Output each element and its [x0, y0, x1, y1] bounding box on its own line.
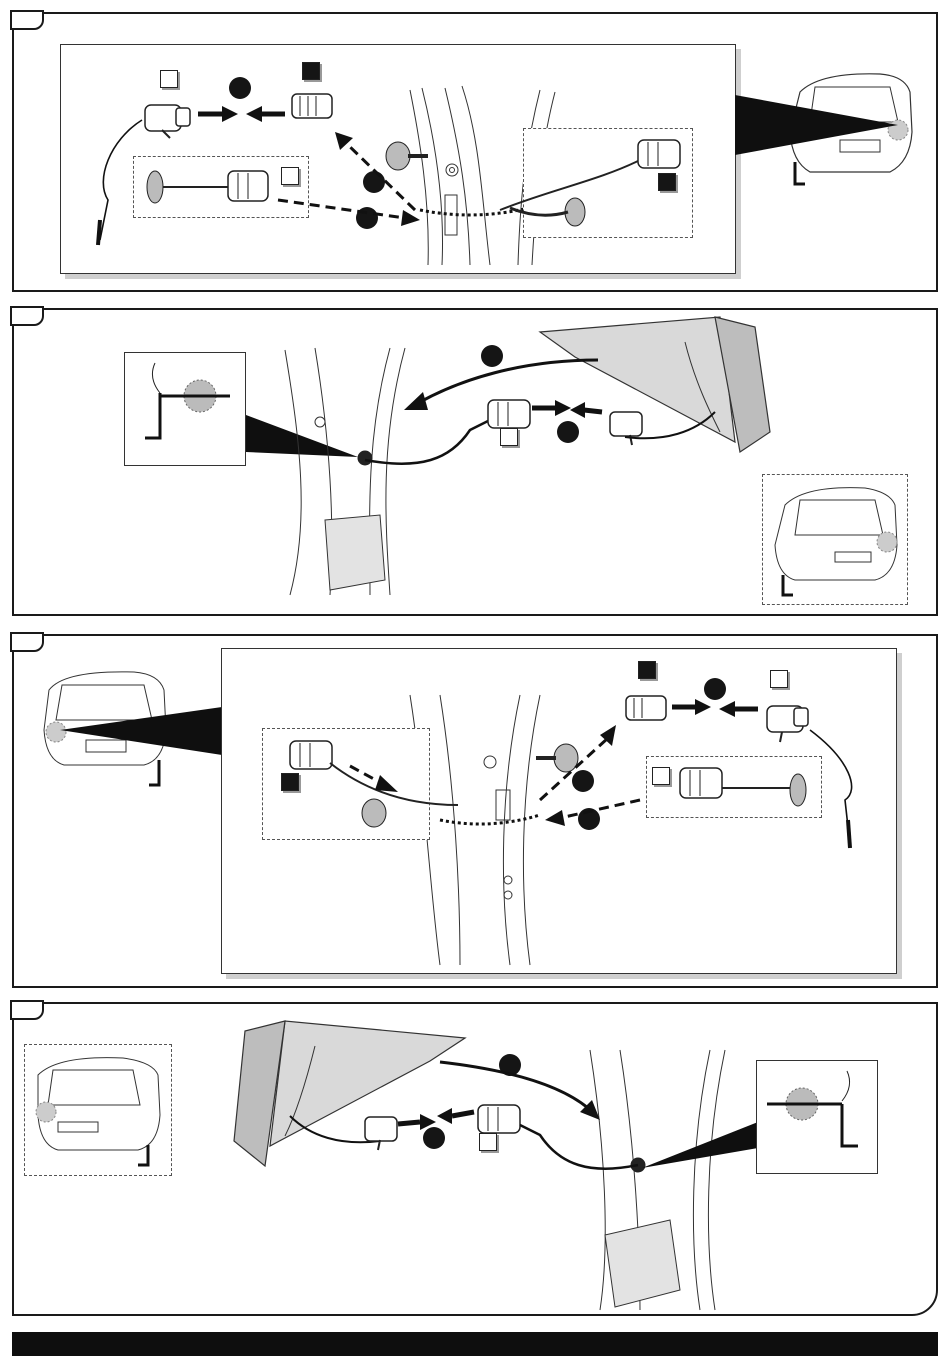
step-3-arrows [0, 630, 950, 990]
footer-bar [12, 1332, 938, 1356]
step-2-car-rear-icon [765, 480, 905, 600]
step-1-zoom-wedge [735, 80, 915, 170]
step-1-marker-black-square-2 [658, 173, 676, 191]
step-4-zoom-wedge [640, 1110, 760, 1180]
step-4-grommet-detail-icon [762, 1066, 872, 1166]
